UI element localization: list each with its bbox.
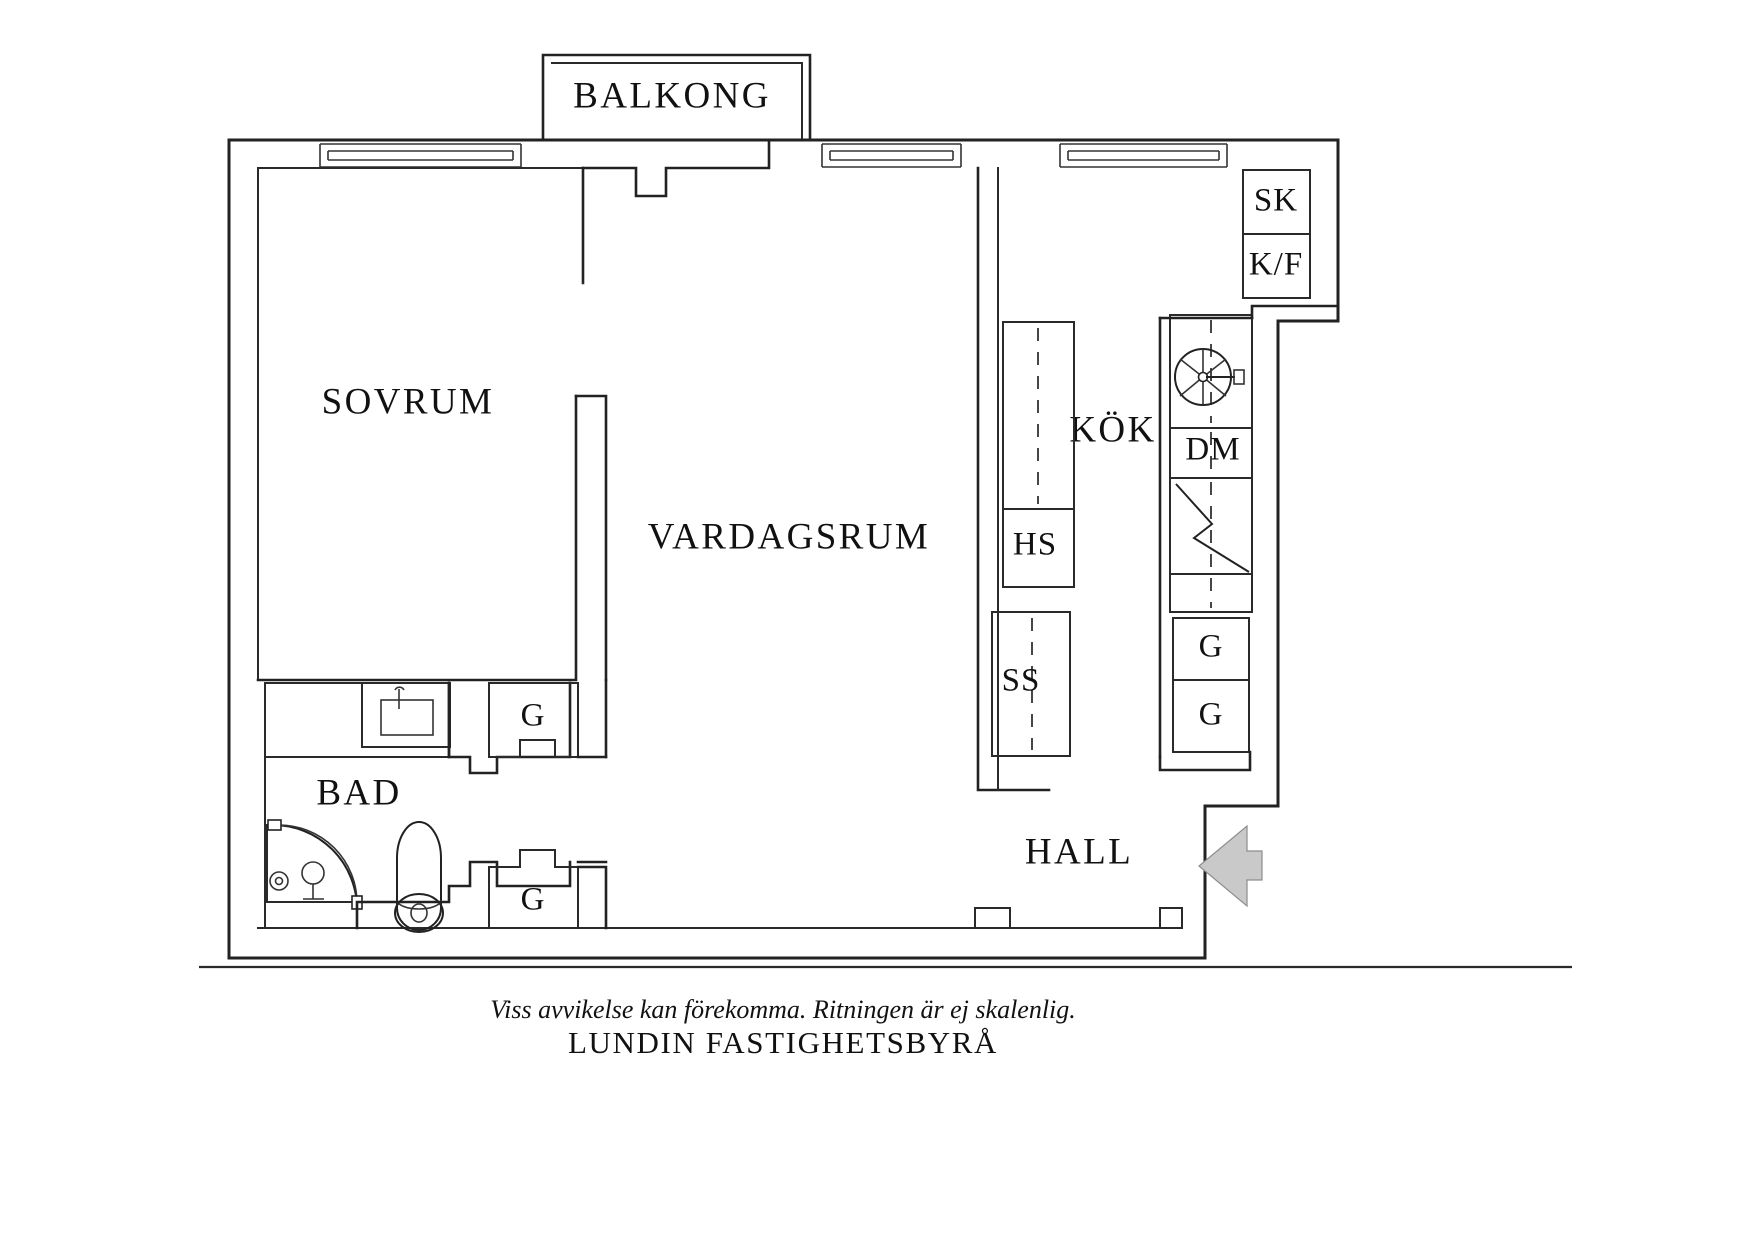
window-sovrum <box>319 143 522 168</box>
room-vardagsrum: VARDAGSRUM <box>574 138 1051 792</box>
room-bad: BAD <box>264 681 572 933</box>
sovrum-partition-lower <box>256 394 578 682</box>
unit-g-kok-2: G <box>1172 679 1250 753</box>
bathroom-step-wall-lower <box>355 860 572 930</box>
bathroom-vanity-counter <box>264 682 450 758</box>
room-label-bad: BAD <box>316 772 401 813</box>
vardagsrum-balcony-step <box>581 138 771 198</box>
room-hall: HALL <box>974 804 1263 960</box>
bottom-wall-notch-left <box>974 907 1011 929</box>
bottom-wall-notch-right <box>1159 907 1183 929</box>
room-label-vardagsrum: VARDAGSRUM <box>648 516 930 557</box>
window-kok <box>1059 143 1228 168</box>
room-label-hall: HALL <box>1025 831 1133 872</box>
unit-ss: SS <box>991 611 1071 757</box>
footer-group: Viss avvikelse kan förekomma. Ritningen … <box>199 965 1572 1060</box>
balcony-inner-rail <box>551 62 803 141</box>
kitchen-to-exterior-return <box>1250 304 1340 320</box>
unit-label-g-kok-2: G <box>1199 697 1224 733</box>
windows-group <box>319 143 1228 168</box>
unit-label-hs: HS <box>1013 527 1057 563</box>
unit-label-kf: K/F <box>1249 247 1303 283</box>
room-label-sovrum: SOVRUM <box>322 381 495 422</box>
sovrum-wall-top <box>257 167 584 284</box>
unit-g-kok-1: G <box>1172 617 1250 681</box>
closet-connector-lower <box>576 865 608 930</box>
kitchen-counter-return <box>1158 750 1252 772</box>
room-label-balkong: BALKONG <box>573 75 771 116</box>
kitchen-bench-right: DM G G <box>1169 314 1253 753</box>
unit-label-g-kok-1: G <box>1199 629 1224 665</box>
room-kok: KÖK SK K/F <box>991 169 1340 772</box>
closets-living-room: G G <box>488 678 608 930</box>
unit-g-hall-1: G <box>488 682 579 758</box>
unit-label-g-hall-1: G <box>521 698 546 734</box>
kitchen-sink-icon <box>1174 348 1245 406</box>
kitchen-bench-left: HS SS <box>991 321 1075 757</box>
balcony-group: BALKONG <box>541 53 812 142</box>
corner-shower-icon <box>266 819 363 910</box>
unit-label-sk: SK <box>1254 183 1298 219</box>
bathroom-step-wall-upper <box>447 681 572 775</box>
footer-disclaimer: Viss avvikelse kan förekomma. Ritningen … <box>490 995 1076 1024</box>
entry-arrow-icon[interactable] <box>1198 824 1263 908</box>
unit-label-g-hall-2: G <box>521 882 546 918</box>
washbasin-icon <box>361 682 451 748</box>
room-label-kok: KÖK <box>1069 409 1156 450</box>
unit-label-ss: SS <box>1002 663 1041 699</box>
vardagsrum-wall-right <box>976 166 1051 792</box>
unit-g-hall-2: G <box>488 849 579 929</box>
unit-sk: SK <box>1242 169 1311 235</box>
window-vardagsrum <box>821 143 962 168</box>
vardagsrum-partition-jamb <box>574 394 608 682</box>
stove-hob-icon <box>1175 483 1250 573</box>
room-sovrum: SOVRUM <box>256 166 585 682</box>
unit-label-dm: DM <box>1185 432 1240 468</box>
exterior-wall-left-bottom <box>227 138 1207 960</box>
unit-hs: HS <box>1002 508 1075 588</box>
footer-brand: LUNDIN FASTIGHETSBYRÅ <box>568 1025 998 1060</box>
toilet-icon <box>394 821 444 933</box>
unit-kf: K/F <box>1242 233 1311 299</box>
